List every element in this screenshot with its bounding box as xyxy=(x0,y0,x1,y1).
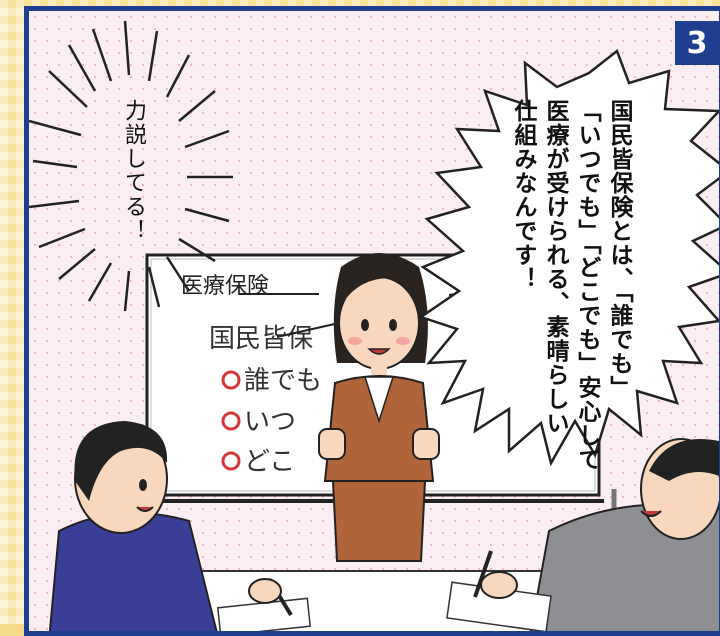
listener-man-left xyxy=(48,421,312,631)
whiteboard-line-2: 誰でも xyxy=(244,366,322,396)
whiteboard-line-1: 国民皆保 xyxy=(209,324,313,354)
speech-line-1: 国民皆保険とは、「誰でも」 xyxy=(606,99,632,400)
speech-line-4: 仕組みなんです！ xyxy=(510,99,536,291)
listener-man-right xyxy=(446,438,719,631)
speech-bubble xyxy=(418,48,719,467)
speaker-woman xyxy=(318,253,440,562)
emphasis-burst-lines xyxy=(29,20,233,312)
panel-number: 3 xyxy=(675,21,719,65)
whiteboard-title: 医療保険 xyxy=(181,274,269,299)
comic-panel: 3 医療保険 国民皆保 誰でも いつ どこ xyxy=(24,6,720,636)
speech-bubble-text: 国民皆保険とは、「誰でも」 「いつでも」「どこでも」安心して 医療が受けられる、… xyxy=(507,99,635,472)
speech-line-3: 医療が受けられる、素晴らしい xyxy=(542,99,568,435)
whiteboard-line-4: どこ xyxy=(244,447,295,477)
whiteboard-line-3: いつ xyxy=(244,407,296,437)
speech-line-2: 「いつでも」「どこでも」安心して xyxy=(574,99,600,472)
panel-illustration: 医療保険 国民皆保 誰でも いつ どこ xyxy=(29,20,719,631)
side-comment-text: 力説してる！ xyxy=(121,99,146,243)
